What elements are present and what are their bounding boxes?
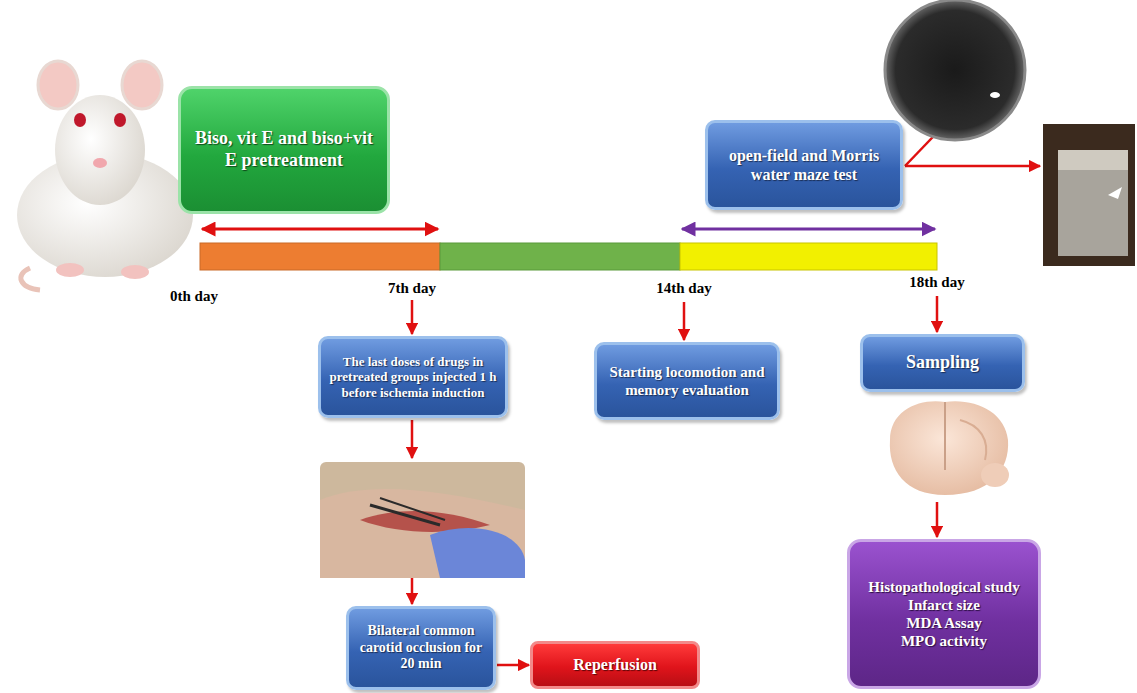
behavior-test-box: open-field and Morris water maze test — [705, 120, 903, 210]
box-text: Reperfusion — [573, 655, 657, 674]
box-text: Infarct size — [908, 596, 980, 614]
process-box: Starting locomotion and memory evaluatio… — [594, 342, 780, 420]
timeline-segment — [440, 243, 680, 270]
open-field-photo — [1043, 124, 1135, 266]
span-arrow — [682, 228, 935, 231]
box-text: The last doses of drugs in pretreated gr… — [329, 354, 497, 401]
day-label: 7th day — [388, 280, 436, 297]
box-text: open-field and Morris water maze test — [716, 146, 892, 184]
box-text: Biso, vit E and biso+vit E pretreatment — [191, 128, 377, 171]
box-text: Starting locomotion and memory evaluatio… — [605, 363, 769, 399]
analysis-box: Histopathological studyInfarct sizeMDA A… — [847, 539, 1041, 689]
process-box: The last doses of drugs in pretreated gr… — [318, 336, 508, 418]
process-box: Sampling — [860, 334, 1025, 392]
pretreatment-box: Biso, vit E and biso+vit E pretreatment — [178, 86, 390, 214]
flow-arrow — [497, 664, 529, 667]
pointer-arrow — [411, 420, 414, 458]
timeline-segment — [680, 243, 937, 270]
day-label: 18th day — [909, 274, 964, 291]
box-text: Histopathological study — [868, 578, 1019, 596]
timeline-segment — [200, 243, 440, 270]
process-box: Bilateral common carotid occlusion for 2… — [346, 606, 496, 690]
pointer-arrow — [936, 502, 939, 537]
pointer-arrow — [411, 300, 414, 334]
box-text: Bilateral common carotid occlusion for 2… — [357, 623, 485, 673]
rat-photo — [17, 61, 193, 290]
brain-photo — [890, 401, 1009, 495]
box-text: MDA Assay — [906, 614, 981, 632]
pointer-arrow — [683, 302, 686, 340]
water-maze-photo — [885, 0, 1025, 140]
span-arrow — [202, 228, 438, 231]
day-label: 0th day — [170, 288, 218, 305]
box-text: Sampling — [906, 352, 979, 374]
pointer-arrow — [905, 165, 1040, 168]
reperfusion-box: Reperfusion — [530, 641, 700, 689]
pointer-arrow — [411, 578, 414, 604]
surgery-photo — [320, 462, 525, 578]
day-label: 14th day — [656, 280, 711, 297]
pointer-arrow — [936, 296, 939, 332]
box-text: MPO activity — [901, 632, 987, 650]
